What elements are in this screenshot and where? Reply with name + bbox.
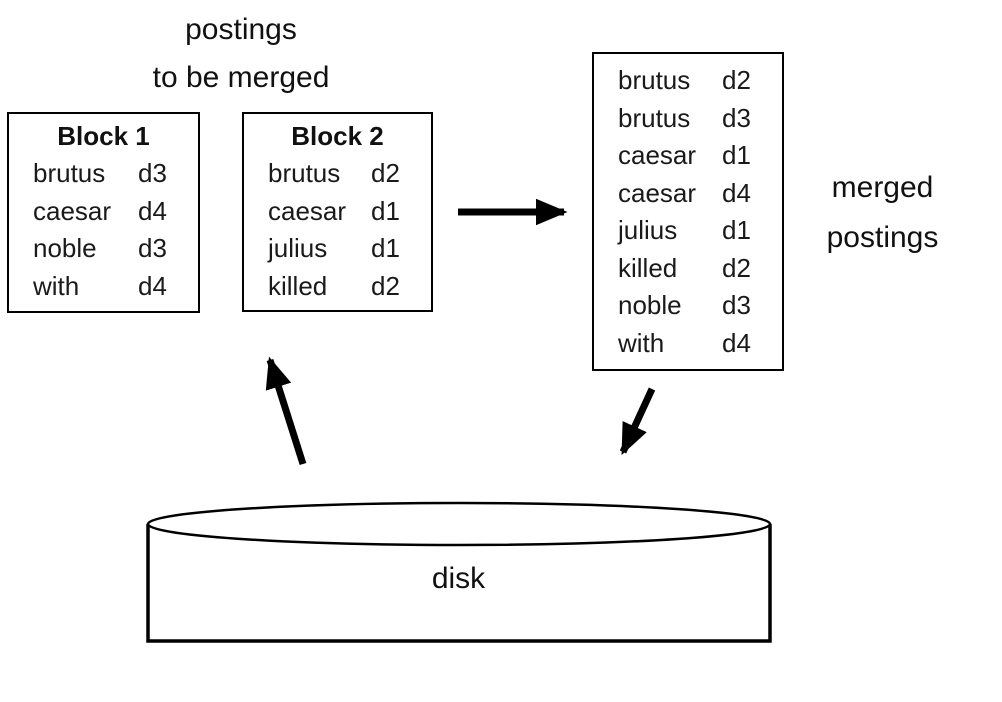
disk-to-blocks-arrow	[265, 356, 307, 466]
posting-doc: d2	[371, 158, 400, 188]
block-1-title: Block 1	[57, 121, 150, 151]
merged-postings-label-line1: merged	[831, 171, 934, 204]
posting-doc: d2	[371, 270, 400, 301]
posting-term: caesar	[33, 195, 112, 226]
posting-row: julius d1	[244, 230, 431, 268]
posting-row: with d4	[594, 325, 782, 363]
posting-term: julius	[268, 233, 328, 263]
posting-doc: d3	[722, 290, 751, 320]
posting-doc: d2	[722, 65, 751, 95]
posting-row: brutus d3	[594, 100, 782, 138]
block-1-box: Block 1 brutus d3 caesar d4 noble d3 wit…	[7, 112, 200, 313]
posting-doc: d1	[371, 195, 400, 226]
posting-term: caesar	[618, 140, 697, 170]
posting-term: brutus	[33, 158, 106, 188]
posting-term: with	[618, 327, 665, 358]
posting-term: caesar	[618, 177, 697, 208]
posting-doc: d4	[138, 195, 167, 226]
posting-doc: d4	[722, 327, 751, 358]
merged-postings-box: brutus d2 brutus d3 caesar d1 caesar d4 …	[592, 52, 784, 371]
posting-row: killed d2	[594, 250, 782, 288]
posting-term: noble	[618, 290, 682, 320]
posting-term: brutus	[268, 158, 341, 188]
posting-doc: d3	[138, 233, 167, 263]
posting-row: caesar d1	[244, 193, 431, 231]
posting-row: with d4	[9, 268, 198, 306]
posting-term: caesar	[268, 195, 347, 226]
block-2-title: Block 2	[291, 121, 384, 151]
posting-row: brutus d2	[594, 62, 782, 100]
posting-term: killed	[618, 252, 678, 283]
posting-term: brutus	[618, 65, 691, 95]
disk-label: disk	[431, 562, 486, 595]
posting-row: julius d1	[594, 212, 782, 250]
posting-row: brutus d2	[244, 155, 431, 193]
posting-doc: d2	[722, 252, 751, 283]
posting-term: killed	[268, 270, 328, 301]
posting-doc: d1	[722, 140, 751, 170]
posting-term: brutus	[618, 102, 691, 133]
posting-doc: d4	[722, 177, 751, 208]
posting-row: caesar d4	[9, 193, 198, 231]
posting-row: noble d3	[594, 287, 782, 325]
posting-doc: d1	[722, 215, 751, 245]
posting-row: killed d2	[244, 268, 431, 306]
posting-row: noble d3	[9, 230, 198, 268]
postings-heading: postings to be merged	[61, 6, 421, 102]
posting-term: noble	[33, 233, 97, 263]
block-2-box: Block 2 brutus d2 caesar d1 julius d1 ki…	[242, 112, 433, 312]
posting-doc: d3	[722, 102, 751, 133]
posting-doc: d1	[371, 233, 400, 263]
postings-heading-line2: to be merged	[152, 61, 330, 94]
posting-term: with	[33, 270, 80, 301]
disk-cylinder-top	[146, 501, 772, 547]
postings-heading-line1: postings	[185, 13, 297, 46]
posting-row: brutus d3	[9, 155, 198, 193]
posting-term: julius	[618, 215, 678, 245]
merged-postings-label: merged postings	[790, 163, 975, 263]
posting-row: caesar d4	[594, 175, 782, 213]
merged-postings-label-line2: postings	[826, 221, 939, 254]
posting-doc: d4	[138, 270, 167, 301]
posting-doc: d3	[138, 158, 167, 188]
merged-to-disk-arrow	[619, 387, 656, 456]
posting-row: caesar d1	[594, 137, 782, 175]
